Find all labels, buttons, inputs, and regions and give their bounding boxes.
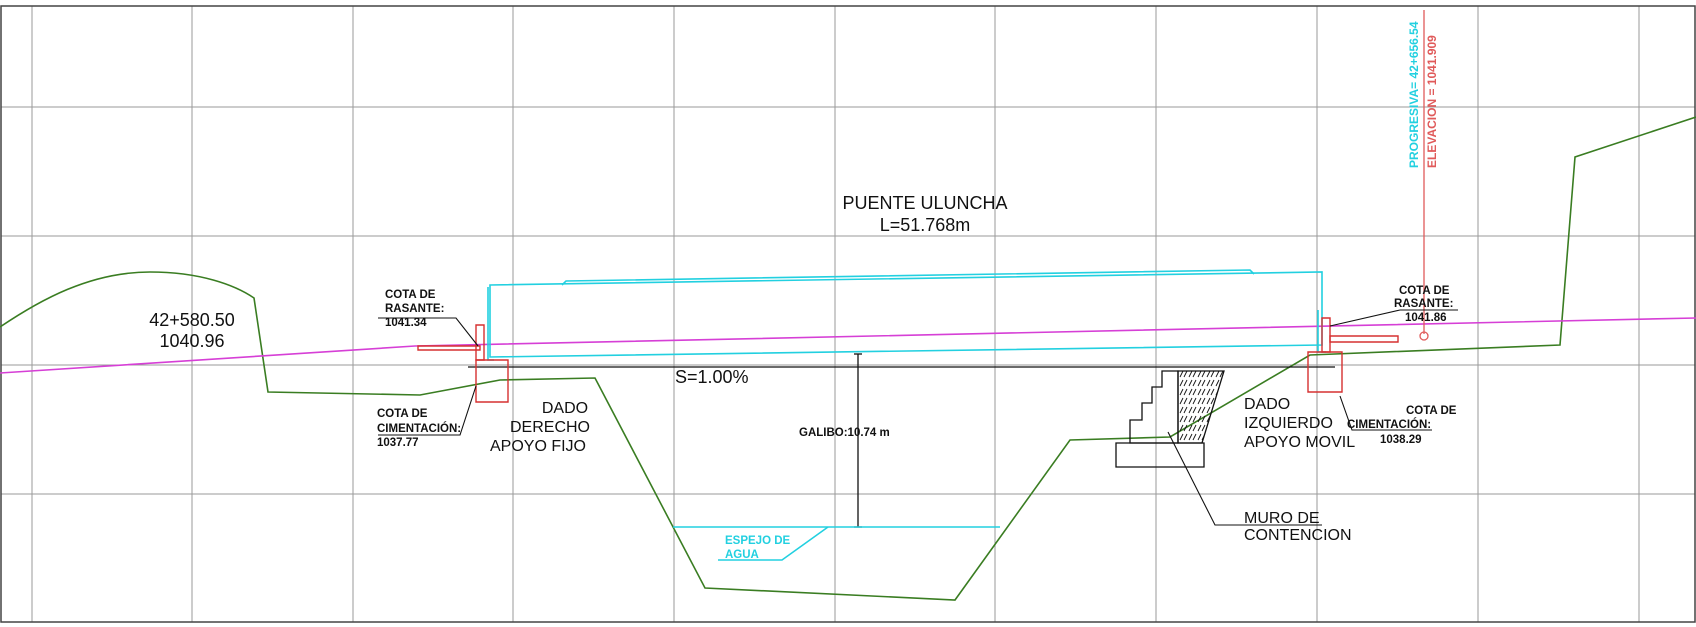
terrain-profile <box>0 116 1696 601</box>
right-abutment-name-1: DADO <box>1244 396 1290 413</box>
left-abutment-name-1: DADO <box>542 400 588 417</box>
left-foundation-label-1: COTA DE <box>377 408 428 420</box>
left-foundation-value: 1037.77 <box>377 437 419 449</box>
left-abutment-name-2: DERECHO <box>510 419 590 436</box>
right-grade-label-1: COTA DE <box>1399 285 1450 297</box>
leader-lines <box>378 309 1458 526</box>
right-foundation-label-1: COTA DE <box>1406 405 1457 417</box>
station-right-elevation: ELEVACION = 1041.909 <box>1425 35 1439 168</box>
clearance-dimension <box>854 353 862 528</box>
station-marker <box>1419 10 1429 341</box>
right-foundation-label-2: CIMENTACIÓN: <box>1347 418 1431 431</box>
retaining-wall-label-2: CONTENCION <box>1244 527 1352 544</box>
clearance-label: GALIBO:10.74 m <box>799 427 890 439</box>
water-label-1: ESPEJO DE <box>725 535 791 547</box>
right-abutment <box>1307 317 1399 393</box>
bridge-title: PUENTE ULUNCHA L=51.768m <box>842 193 1007 235</box>
right-grade-value: 1041.86 <box>1405 312 1447 324</box>
right-abutment-name-2: IZQUIERDO <box>1244 415 1333 432</box>
right-abutment-name-3: APOYO MOVIL <box>1244 434 1355 451</box>
right-grade-label-2: RASANTE: <box>1394 298 1453 310</box>
water-label-2: AGUA <box>725 549 759 561</box>
bridge-deck <box>487 269 1326 361</box>
retaining-wall-label-1: MURO DE <box>1244 510 1320 527</box>
right-foundation-value: 1038.29 <box>1380 434 1422 446</box>
water-surface <box>673 526 1000 561</box>
left-grade-label-2: RASANTE: <box>385 303 444 315</box>
left-grade-label-1: COTA DE <box>385 289 436 301</box>
bridge-name: PUENTE ULUNCHA <box>842 193 1007 213</box>
station-left-value: 42+580.50 <box>149 310 235 330</box>
drawing-frame <box>0 5 1696 623</box>
grade-line <box>0 317 1696 374</box>
retaining-wall <box>1115 370 1225 468</box>
left-abutment <box>417 324 509 403</box>
station-left-elevation: 1040.96 <box>159 331 224 351</box>
left-grade-value: 1041.34 <box>385 317 427 329</box>
left-foundation-label-2: CIMENTACIÓN: <box>377 422 461 435</box>
bridge-length: L=51.768m <box>880 215 971 235</box>
left-abutment-name-3: APOYO FIJO <box>490 438 586 455</box>
grid <box>0 5 1696 623</box>
slope-label: S=1.00% <box>675 367 749 387</box>
station-right-progressive: PROGRESIVA= 42+656.54 <box>1407 21 1421 168</box>
